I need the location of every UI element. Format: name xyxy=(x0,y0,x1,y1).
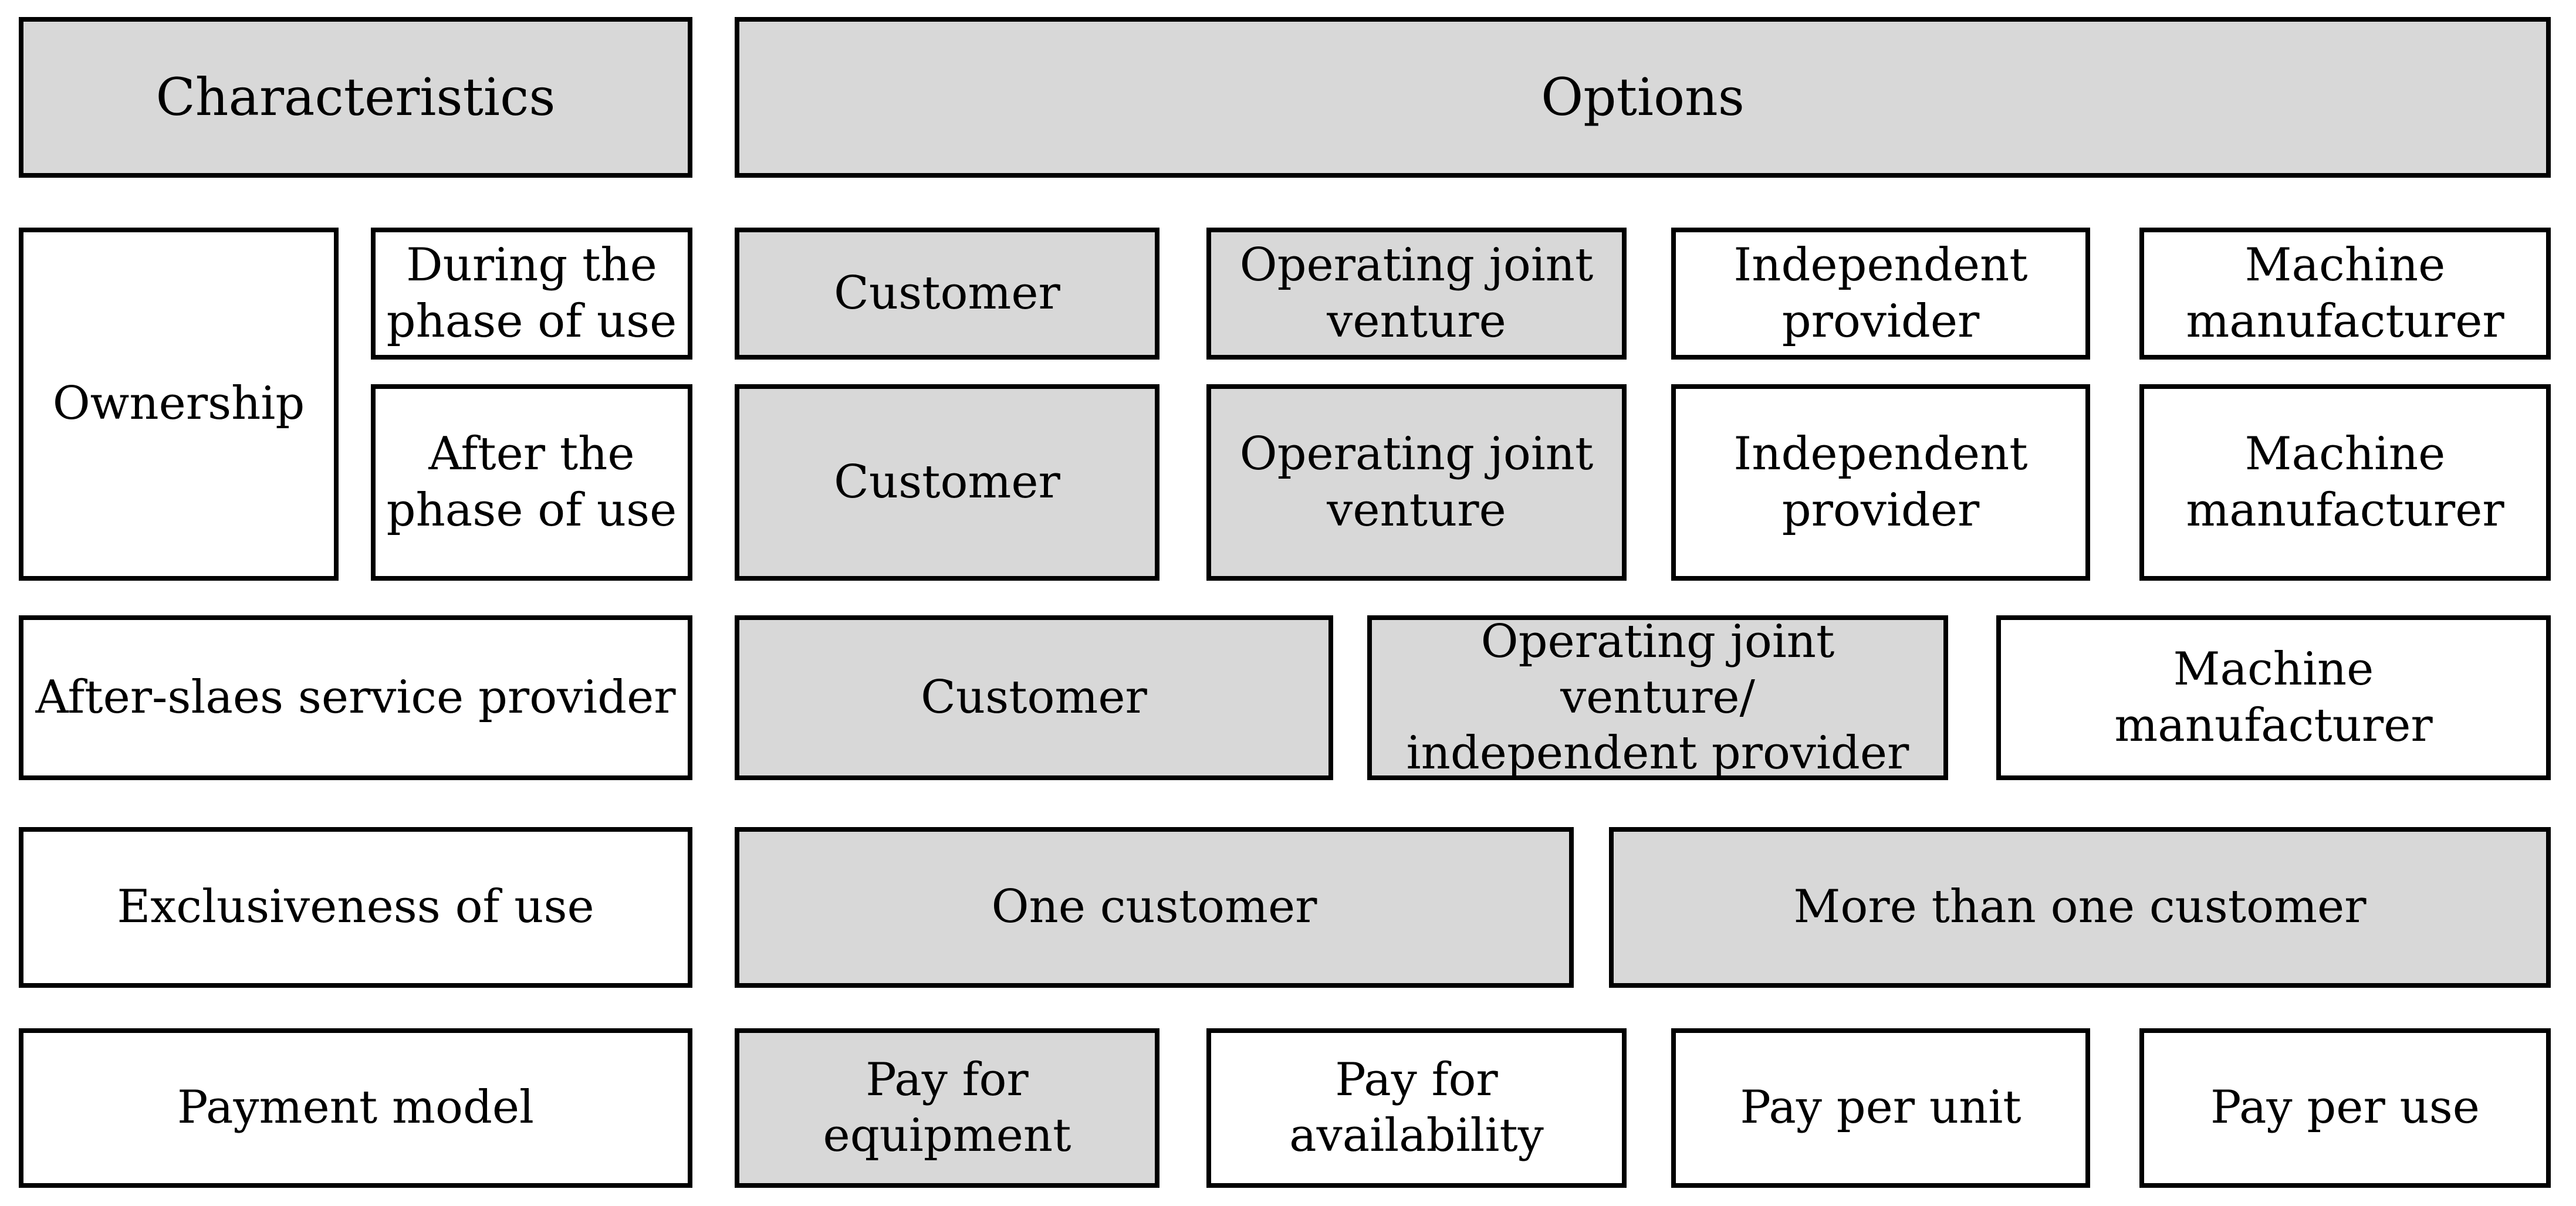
option-aftersales-ojv-independent-provider: Operating joint venture/ independent pro… xyxy=(1367,615,1948,780)
characteristic-exclusiveness-of-use: Exclusiveness of use xyxy=(19,827,692,988)
option-aftersales-machine-manufacturer: Machine manufacturer xyxy=(1996,615,2551,780)
option-pay-per-unit: Pay per unit xyxy=(1671,1028,2090,1188)
option-after-customer: Customer xyxy=(735,384,1159,581)
option-more-than-one-customer: More than one customer xyxy=(1609,827,2551,988)
subcharacteristic-after-phase-of-use: After the phase of use xyxy=(371,384,692,581)
subcharacteristic-during-phase-of-use: During the phase of use xyxy=(371,228,692,360)
option-during-independent-provider: Independent provider xyxy=(1671,228,2090,360)
option-one-customer: One customer xyxy=(735,827,1574,988)
header-characteristics: Characteristics xyxy=(19,17,692,178)
option-aftersales-customer: Customer xyxy=(735,615,1333,780)
header-options: Options xyxy=(735,17,2551,178)
option-during-operating-joint-venture: Operating joint venture xyxy=(1206,228,1627,360)
option-pay-for-equipment: Pay for equipment xyxy=(735,1028,1159,1188)
option-during-machine-manufacturer: Machine manufacturer xyxy=(2139,228,2551,360)
option-pay-for-availability: Pay for availability xyxy=(1206,1028,1627,1188)
option-after-independent-provider: Independent provider xyxy=(1671,384,2090,581)
option-after-machine-manufacturer: Machine manufacturer xyxy=(2139,384,2551,581)
characteristic-after-sales-service-provider: After-slaes service provider xyxy=(19,615,692,780)
option-after-operating-joint-venture: Operating joint venture xyxy=(1206,384,1627,581)
option-during-customer: Customer xyxy=(735,228,1159,360)
characteristic-payment-model: Payment model xyxy=(19,1028,692,1188)
characteristic-ownership: Ownership xyxy=(19,228,339,581)
option-pay-per-use: Pay per use xyxy=(2139,1028,2551,1188)
